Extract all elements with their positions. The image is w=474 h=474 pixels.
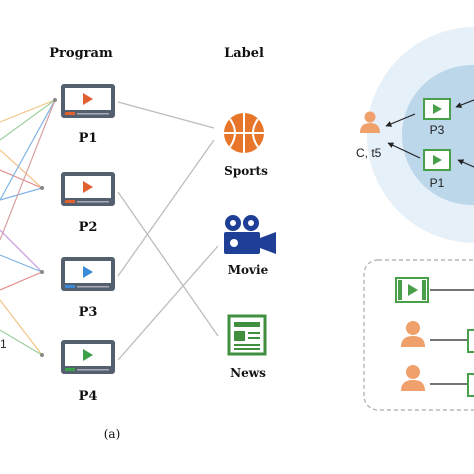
legend-program-fragment-2 <box>467 329 474 353</box>
edge-p1-user <box>387 142 421 159</box>
play-icon <box>83 181 93 193</box>
movie-camera-icon <box>224 215 276 254</box>
legend-user-icon-2 <box>401 365 425 391</box>
legend-program-icon <box>395 277 429 303</box>
legend-box <box>363 259 474 411</box>
program-p3-anchor <box>40 270 44 274</box>
program-p4 <box>61 340 115 374</box>
program-p1-label: P1 <box>79 131 98 146</box>
program-p2-label: P2 <box>79 220 98 235</box>
label-sports: Sports <box>224 164 268 178</box>
user-program-edges <box>0 99 56 356</box>
play-icon <box>83 93 93 105</box>
legend-user-icon-1 <box>401 321 425 347</box>
node-p3-label: P3 <box>430 123 445 137</box>
node-p1-label: P1 <box>430 176 445 190</box>
play-icon <box>83 266 93 278</box>
program-p2 <box>61 172 115 206</box>
edge-in-p3 <box>455 99 474 108</box>
edge-p3-user <box>385 113 416 127</box>
newspaper-icon <box>227 314 267 356</box>
program-header: Program <box>49 46 113 61</box>
label-news: News <box>230 366 266 380</box>
legend-program-fragment-3 <box>467 373 474 397</box>
node-p1 <box>423 149 451 171</box>
program-p4-label: P4 <box>79 389 98 404</box>
basketball-icon <box>224 113 264 153</box>
play-icon <box>83 349 93 361</box>
program-p2-anchor <box>40 186 44 190</box>
edge-in-p1 <box>457 159 474 168</box>
left-fragment-label: 1 <box>0 337 7 351</box>
program-p4-anchor <box>40 353 44 357</box>
play-icon <box>408 284 418 296</box>
node-p3 <box>423 98 451 120</box>
label-header: Label <box>224 46 264 61</box>
figure-caption: (a) <box>104 427 121 441</box>
play-icon <box>433 155 442 165</box>
program-label-edges <box>117 101 219 361</box>
user-icon <box>360 111 380 133</box>
inner-neighborhood-circle <box>402 65 474 205</box>
label-movie: Movie <box>228 263 269 277</box>
user-c-label: C, t5 <box>356 146 382 160</box>
program-p1 <box>61 84 115 118</box>
program-p3 <box>61 257 115 291</box>
program-p3-label: P3 <box>79 305 98 320</box>
play-icon <box>433 104 442 114</box>
program-p1-anchor <box>53 98 57 102</box>
